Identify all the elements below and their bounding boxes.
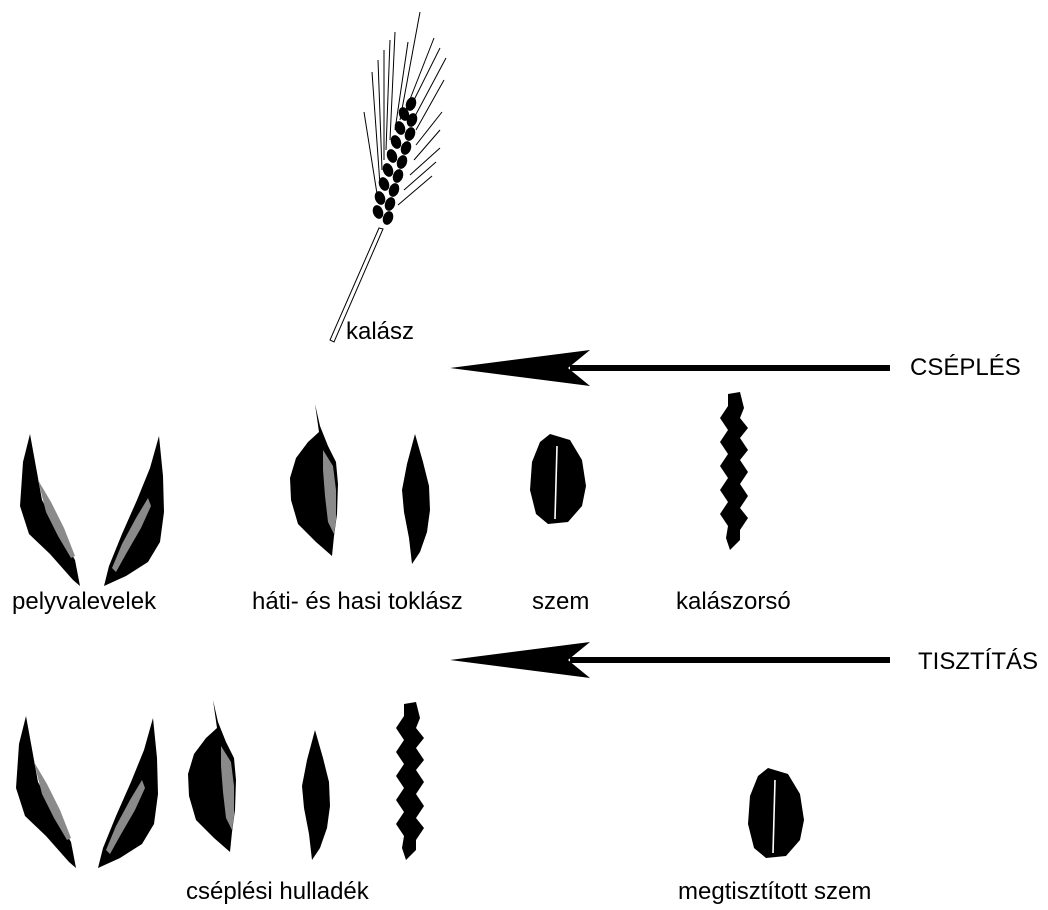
waste-glume-right-shape [98,718,158,868]
waste-lemma-shape [188,700,236,852]
cleaned-grain-shape [748,768,804,858]
cleaning-arrow [450,642,890,678]
waste-glume-left-shape [16,716,76,868]
lemma-shape [290,404,338,556]
threshing-waste-label: cséplési hulladék [186,880,369,904]
grain-label: szem [532,590,589,614]
glume-left-shape [20,434,80,586]
threshing-label: CSÉPLÉS [910,356,1021,380]
glumes-label: pelyvalevelek [12,590,156,614]
lemma-palea-label: háti- és hasi toklász [252,590,463,614]
rachis-shape [720,392,748,550]
palea-shape [402,434,430,564]
waste-rachis-shape [396,702,424,860]
wheat-ear-illustration [330,12,446,342]
ear-label: kalász [346,320,414,344]
waste-palea-shape [302,730,330,860]
glume-right-shape [104,436,164,586]
cleaned-grain-label: megtisztított szem [678,880,871,904]
threshing-arrow [450,350,890,386]
rachis-label: kalászorsó [676,590,791,614]
cleaning-label: TISZTÍTÁS [918,650,1038,674]
grain-shape [530,434,586,524]
